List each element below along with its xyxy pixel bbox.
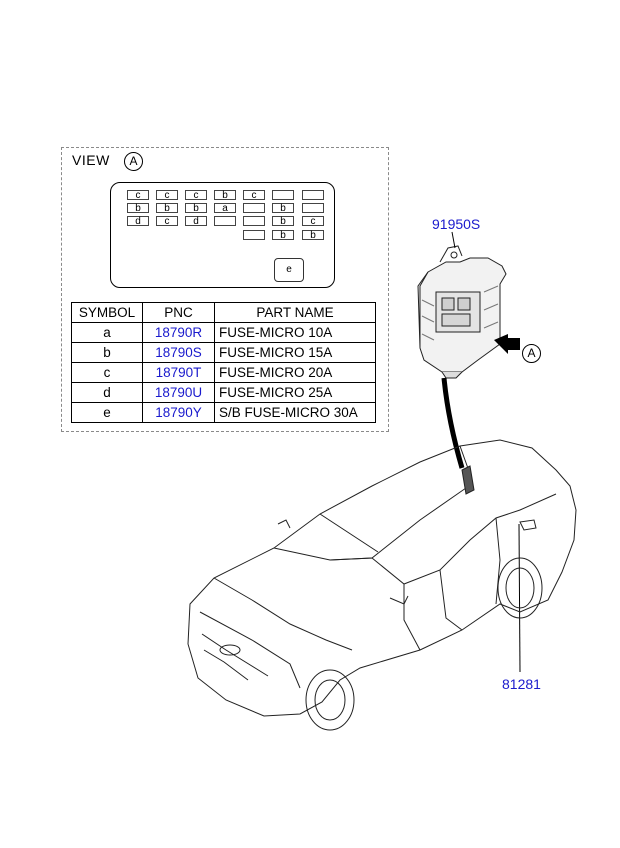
row-pnc: 18790Y xyxy=(142,402,215,423)
row-pnc: 18790R xyxy=(142,322,215,343)
pnc-link[interactable]: 18790R xyxy=(154,325,203,340)
col-symbol: SYMBOL xyxy=(71,302,143,323)
fuse-slot: b xyxy=(272,203,294,214)
fuse-slot: c xyxy=(302,216,324,227)
table-row: c 18790T FUSE-MICRO 20A xyxy=(71,362,376,383)
fuse-slot xyxy=(214,216,236,226)
row-part-name: S/B FUSE-MICRO 30A xyxy=(214,402,376,423)
fuse-slot: b xyxy=(214,190,236,201)
fuse-slot: b xyxy=(185,203,207,214)
table-row: e 18790Y S/B FUSE-MICRO 30A xyxy=(71,402,376,423)
fuse-slot: c xyxy=(156,190,178,201)
fuse-slot-e: e xyxy=(274,258,304,282)
fuse-panel-part-number[interactable]: 81281 xyxy=(502,676,541,692)
fuse-slot: c xyxy=(185,190,207,201)
arrow-view-marker: A xyxy=(522,344,541,363)
car-drawing xyxy=(187,439,577,731)
fuse-slot: b xyxy=(272,216,294,227)
fuse-slot: d xyxy=(185,216,207,227)
table-row: a 18790R FUSE-MICRO 10A xyxy=(71,322,376,343)
panel-callout-line xyxy=(518,523,521,673)
fuse-slot: b xyxy=(156,203,178,214)
pnc-link[interactable]: 18790T xyxy=(155,365,202,380)
fuse-slot: b xyxy=(302,230,324,241)
module-part-number[interactable]: 91950S xyxy=(432,216,481,232)
fuse-slot: d xyxy=(127,216,149,227)
fuse-box-outline xyxy=(110,182,335,288)
parts-table: SYMBOL PNC PART NAME a 18790R FUSE-MICRO… xyxy=(71,302,376,423)
fuse-slot: a xyxy=(214,203,236,214)
fuse-slot xyxy=(243,203,265,213)
ips-module-drawing xyxy=(417,245,507,379)
fuse-slot xyxy=(272,190,294,200)
fuse-slot xyxy=(302,203,324,213)
row-part-name: FUSE-MICRO 10A xyxy=(214,322,376,343)
view-a-frame xyxy=(61,147,389,432)
fuse-slot xyxy=(243,216,265,226)
view-arrow-icon xyxy=(494,334,520,354)
table-header-row: SYMBOL PNC PART NAME xyxy=(71,302,376,323)
fuse-slot xyxy=(243,230,265,240)
fuse-slot: b xyxy=(127,203,149,214)
fuse-slot xyxy=(302,190,324,200)
pnc-link[interactable]: 18790Y xyxy=(155,405,202,420)
pnc-link[interactable]: 18790S xyxy=(155,345,202,360)
row-part-name: FUSE-MICRO 25A xyxy=(214,382,376,403)
view-title: VIEW xyxy=(72,152,110,168)
row-pnc: 18790T xyxy=(142,362,215,383)
fuse-slot: c xyxy=(127,190,149,201)
view-marker: A xyxy=(124,152,143,171)
fuse-slot: c xyxy=(156,216,178,227)
pnc-link[interactable]: 18790U xyxy=(154,385,203,400)
module-leader-line xyxy=(441,377,465,469)
module-callout-line xyxy=(451,231,456,249)
fuse-slot: b xyxy=(272,230,294,241)
fuse-slot: c xyxy=(243,190,265,201)
